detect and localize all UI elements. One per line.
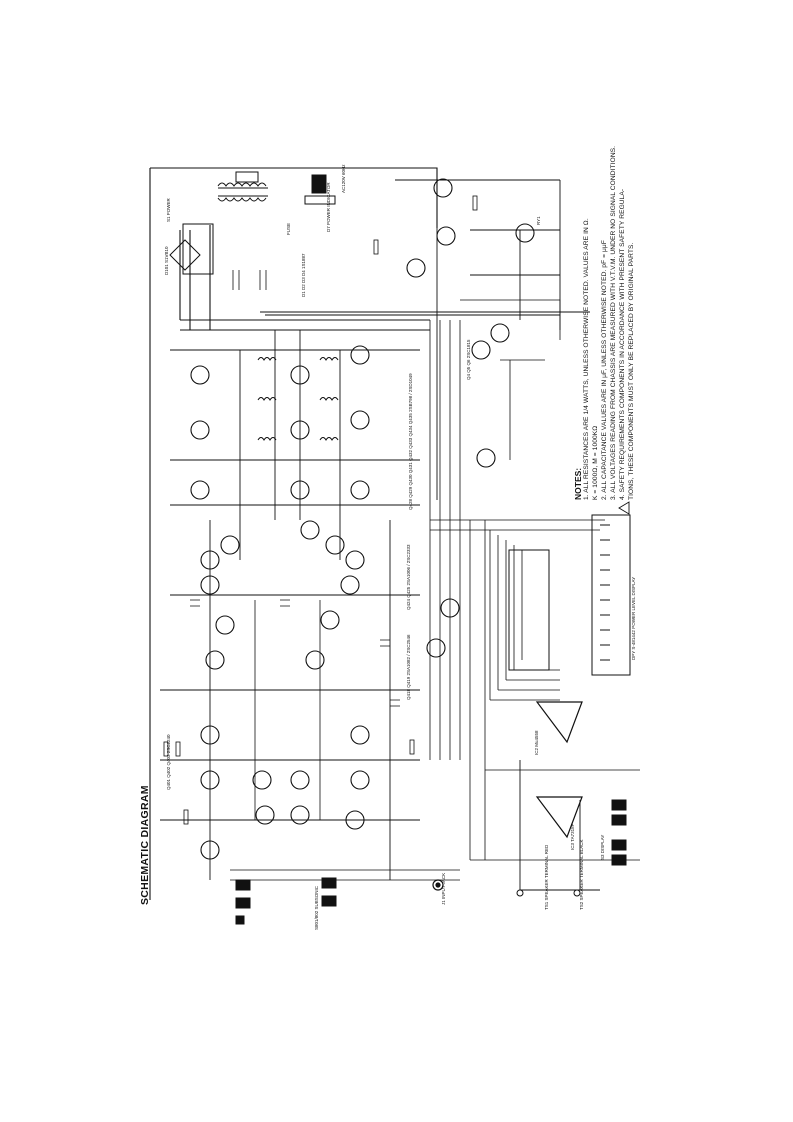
label-relay: RY1	[536, 216, 541, 225]
output-coils	[257, 357, 339, 441]
label-output-stage: Q428 Q429 Q430 Q431 Q432 Q433 Q434 Q435 …	[408, 373, 413, 510]
label-subsonic-switch: S801/802 SUBSONIC	[314, 885, 319, 930]
label-input-stage: Q401 Q402 Q403 2SC2240	[166, 734, 171, 790]
label-fuse: FUSE	[286, 223, 291, 235]
label-speaker-black: TS2 SPEAKER TERMINAL BLACK	[579, 839, 584, 910]
label-ac-line: AC120V 60Hz	[341, 164, 346, 193]
label-bridge: D101 S1VB10	[164, 246, 169, 275]
note-item: 3. ALL VOLTAGES READING FROM CHASSIS ARE…	[610, 145, 617, 500]
passive-components	[163, 195, 478, 825]
label-ic2: IC2 Mu4558	[534, 730, 539, 755]
schematic-component-labels: S1 POWER D101 S1VB10 AC120V 60Hz D7 POWE…	[164, 164, 636, 930]
label-speaker-red: TS1 SPEAKER TERMINAL RED	[544, 844, 549, 910]
transformer-symbol	[217, 171, 268, 202]
switch-blocks	[235, 799, 627, 925]
note-item: TIONS, THESE COMPONENTS MUST ONLY BE REP…	[628, 242, 635, 500]
display-module	[508, 514, 631, 676]
note-item: K = 1000Ω, M = 1000KΩ	[592, 425, 599, 500]
label-power-indicator: D7 POWER INDICATOR	[326, 182, 331, 232]
page-title: SCHEMATIC DIAGRAM	[139, 785, 151, 905]
speaker-terminal-symbols	[516, 889, 581, 897]
label-display: DPY S-481442 POWER LEVEL DISPLAY	[631, 577, 636, 660]
label-driver-stage: Q424 Q425 2SA1006 / 2SC2333	[406, 544, 411, 610]
op-amp-symbols	[535, 701, 583, 839]
transistor-array	[190, 178, 535, 860]
label-display-switch: S3 DISPLAY	[600, 835, 605, 860]
note-item: 4. SAFETY REQUIREMENTS COMPONENTS IN ACC…	[619, 188, 626, 500]
input-jack-symbol	[432, 879, 444, 891]
label-ic3: IC3 TA7318P	[570, 823, 575, 850]
notes-heading: NOTES:	[573, 467, 583, 500]
bridge-rectifier-symbol	[169, 223, 214, 275]
ac-plug-symbol	[304, 174, 336, 205]
note-item: 2. ALL CAPACITANCE VALUES ARE IN μF, UNL…	[601, 240, 608, 500]
note-item: 1. ALL RESISTANCES ARE 1/4 WATTS, UNLESS…	[583, 218, 590, 500]
label-protection: Q4 Q5 Q6 2SC1815	[466, 339, 471, 380]
label-power-switch: S1 POWER	[166, 197, 171, 222]
label-input-jack: J1 INPUT JACK	[441, 873, 446, 905]
label-pre-driver: Q418 Q419 2SA1082 / 2SC2546	[406, 634, 411, 700]
warning-triangle-icon	[618, 501, 630, 515]
label-standby-supply: D1 D2 D3 D4 1S1887	[301, 253, 306, 297]
